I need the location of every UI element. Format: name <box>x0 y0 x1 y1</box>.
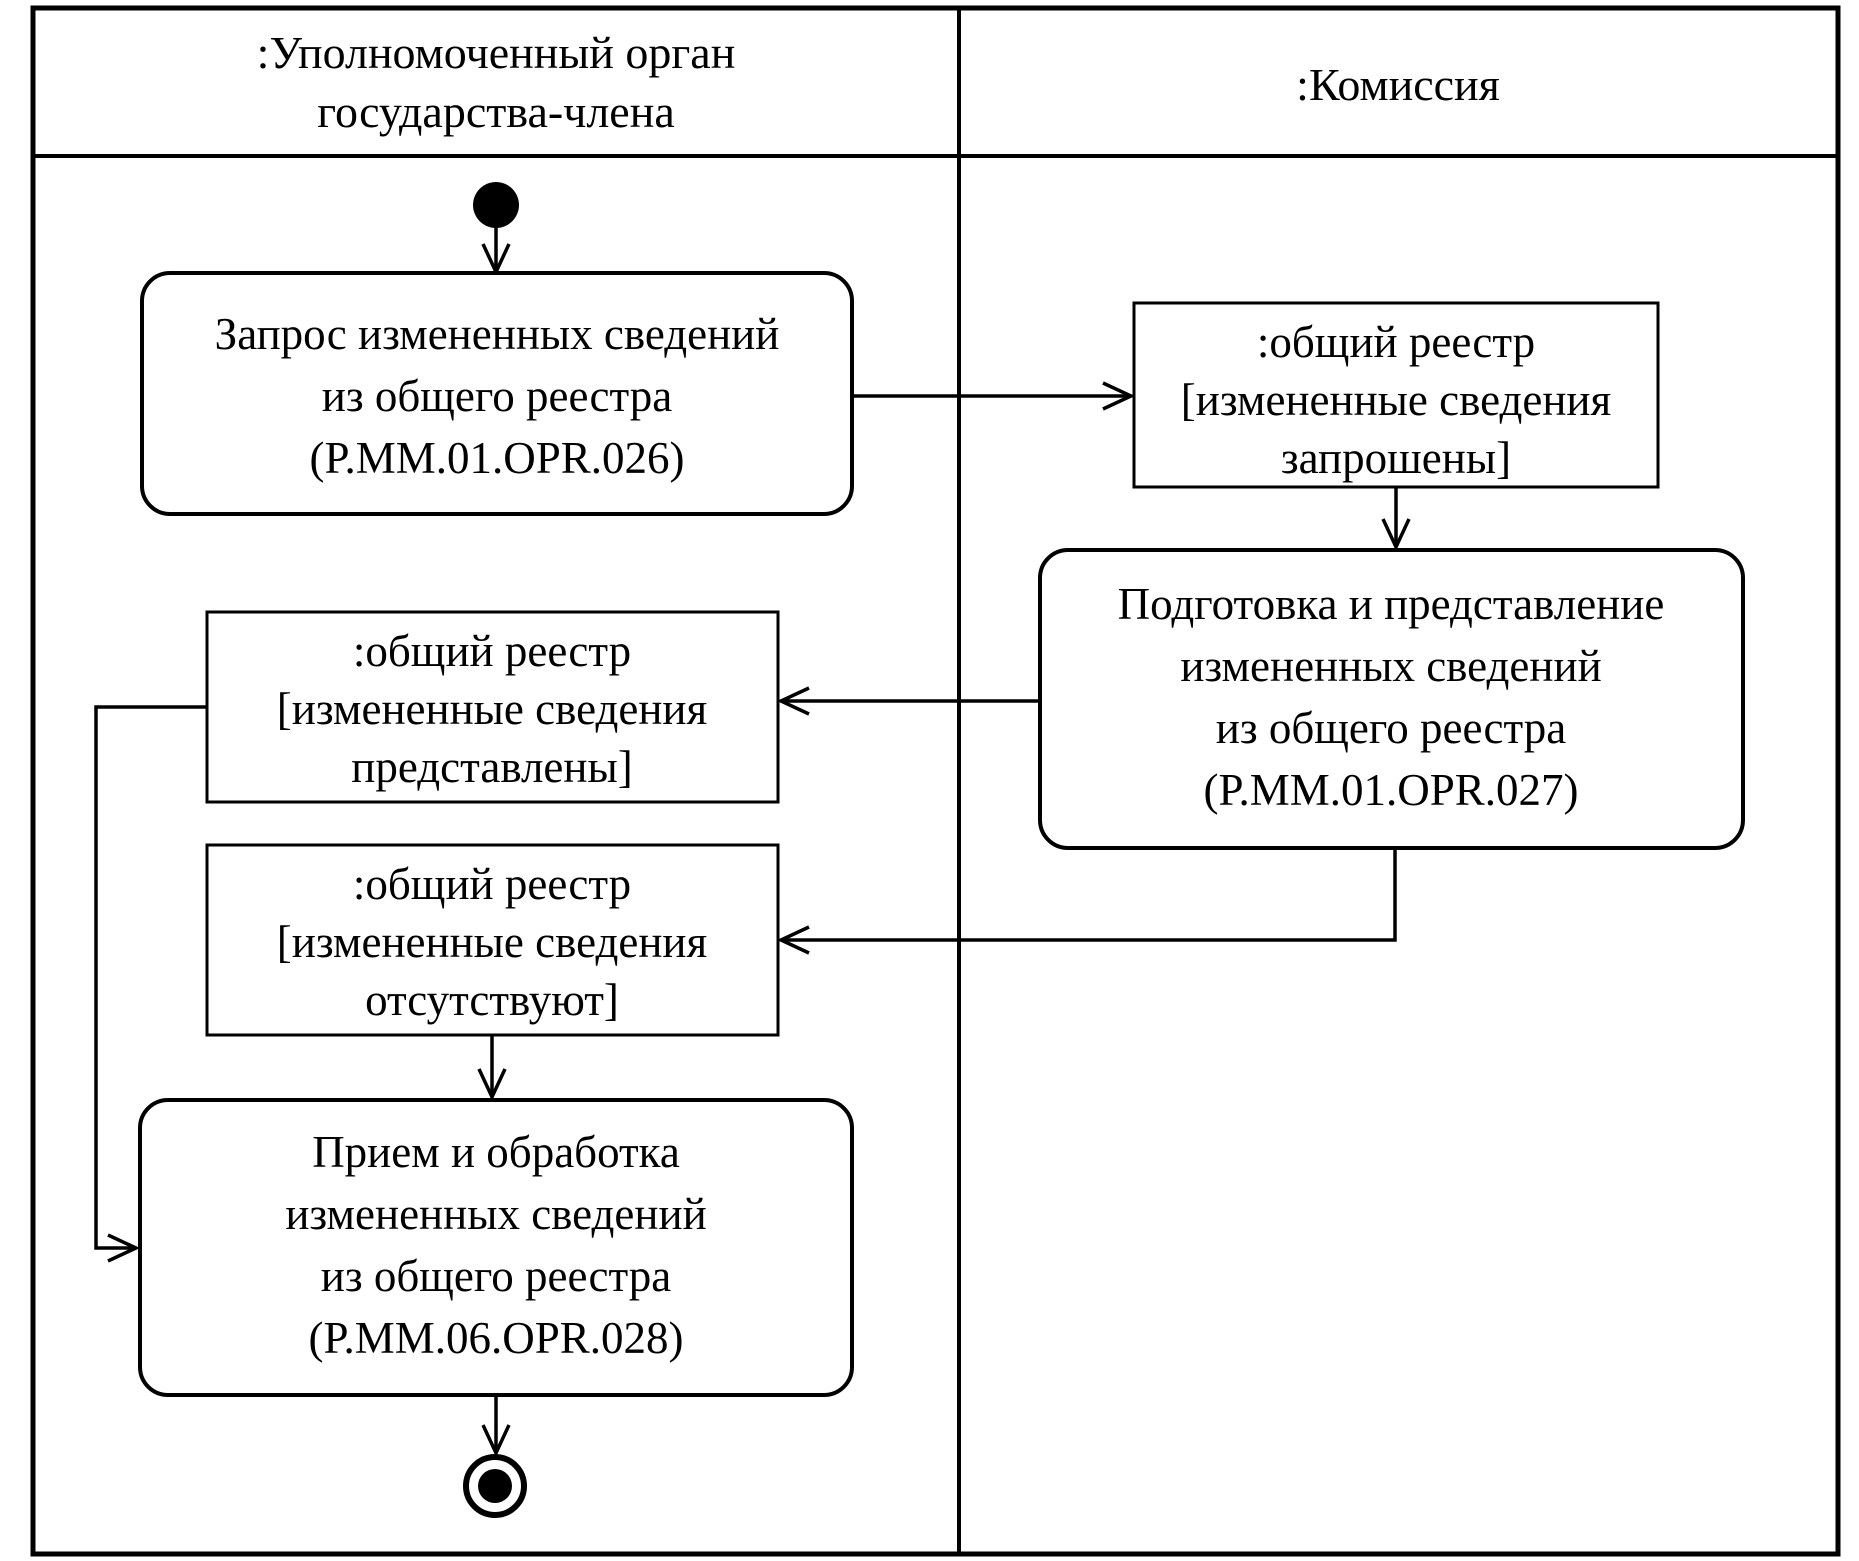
edge-prepare-to-absent <box>776 848 1397 955</box>
edge-provided-to-receive <box>94 705 207 1263</box>
edge-prepare-to-provided <box>776 686 1040 716</box>
arrowhead-down-icon <box>1381 518 1411 552</box>
lane-title-line: :Уполномоченный орган <box>257 27 736 78</box>
final-node-core <box>478 1469 512 1503</box>
action-request-node: Запрос измененных сведений из общего рее… <box>140 271 854 516</box>
action-receive-line: Прием и обработка <box>312 1127 680 1177</box>
state-absent-line: [измененные сведения <box>277 917 707 967</box>
state-provided-node: :общий реестр [измененные сведения предс… <box>205 610 780 804</box>
edge-absent-to-receive <box>477 1035 507 1102</box>
edge-receive-to-end <box>481 1395 511 1458</box>
action-prepare-node: Подготовка и представление измененных св… <box>1038 548 1745 850</box>
action-receive-line: измененных сведений <box>285 1189 706 1239</box>
action-prepare-line: Подготовка и представление <box>1118 579 1665 629</box>
action-request-line: (P.MM.01.OPR.026) <box>309 433 684 483</box>
edge-request-to-requested <box>852 381 1136 411</box>
action-request-line: из общего реестра <box>322 371 672 421</box>
lane-title-line: государства-члена <box>317 86 675 137</box>
action-prepare-line: из общего реестра <box>1216 703 1566 753</box>
final-node <box>463 1454 527 1518</box>
state-requested-line: [измененные сведения <box>1181 375 1611 425</box>
lane-title-line: :Комиссия <box>1296 59 1500 110</box>
arrowhead-down-icon <box>481 1424 511 1458</box>
edge-requested-to-prepare <box>1381 487 1411 552</box>
initial-node <box>473 182 519 228</box>
state-provided-line: представлены] <box>351 742 632 792</box>
state-provided-line: [измененные сведения <box>277 684 707 734</box>
action-receive-line: из общего реестра <box>321 1251 671 1301</box>
state-absent-node: :общий реестр [измененные сведения отсут… <box>205 843 780 1037</box>
action-receive-node: Прием и обработка измененных сведений из… <box>138 1098 854 1397</box>
arrowhead-left-icon <box>776 925 810 955</box>
state-requested-line: запрошены] <box>1281 433 1511 483</box>
state-requested-line: :общий реестр <box>1257 317 1535 367</box>
arrowhead-right-icon <box>107 1233 141 1263</box>
action-prepare-line: (P.MM.01.OPR.027) <box>1203 765 1578 815</box>
state-provided-line: :общий реестр <box>353 626 631 676</box>
state-requested-node: :общий реестр [измененные сведения запро… <box>1132 301 1660 489</box>
state-absent-line: :общий реестр <box>353 859 631 909</box>
arrowhead-right-icon <box>1102 381 1136 411</box>
arrowhead-down-icon <box>477 1068 507 1102</box>
lane-header-commission: :Комиссия <box>1296 59 1500 110</box>
action-request-line: Запрос измененных сведений <box>215 309 780 359</box>
lane-header-member-state: :Уполномоченный орган государства-члена <box>257 27 736 137</box>
diagram-outer-border <box>30 5 1841 1557</box>
arrowhead-left-icon <box>776 686 810 716</box>
action-receive-line: (P.MM.06.OPR.028) <box>308 1313 683 1363</box>
action-prepare-line: измененных сведений <box>1180 641 1601 691</box>
edge-start-to-request <box>481 228 511 277</box>
state-absent-line: отсутствуют] <box>365 975 619 1025</box>
